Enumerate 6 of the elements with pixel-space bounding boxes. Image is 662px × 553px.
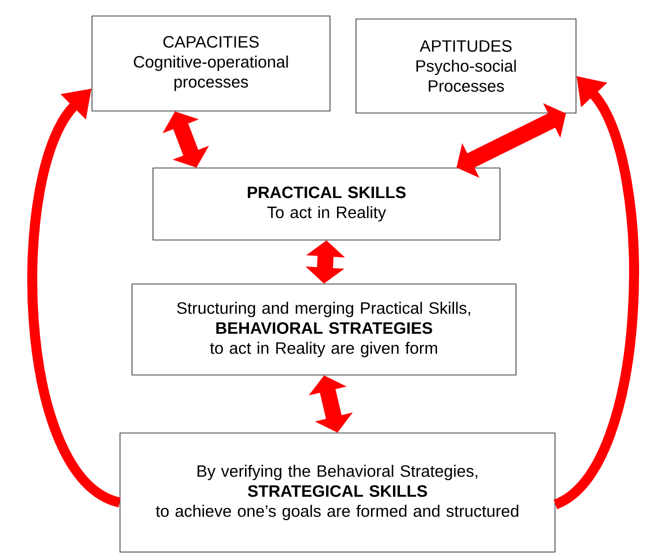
- text-box: APTITUDES Psycho-social Processes: [356, 18, 576, 114]
- text-box: Structuring and merging Practical Skills, BEHAVIORAL STRATEGIES to act in Reality are given form: [132, 284, 516, 376]
- text-box: CAPACITIES Cognitive-operational processes: [92, 16, 330, 112]
- text-box: By verifying the Behavioral Strategies, STRATEGICAL SKILLS to achieve one’s goals are formed and structured: [120, 432, 556, 552]
- text-box: PRACTICAL SKILLS To act in Reality: [152, 168, 500, 240]
- arrow: [456, 103, 566, 178]
